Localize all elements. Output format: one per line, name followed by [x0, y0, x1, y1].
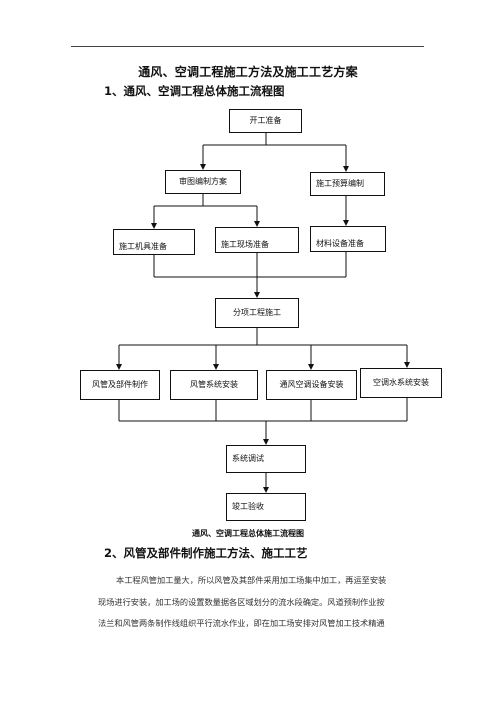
flow-water-install-box: 空调水系统安装	[360, 368, 442, 398]
flow-start-box: 开工准备	[229, 109, 302, 133]
flowchart-caption: 通风、空调工程总体施工流程图	[192, 529, 304, 538]
flow-budget-box: 施工预算编制	[310, 172, 385, 196]
body-paragraph: 本工程风管加工量大，所以风管及其部件采用加工场集中加工，再运至安装 现场进行安装…	[98, 570, 440, 635]
flow-equip-install-box: 通风空调设备安装	[266, 370, 357, 400]
flow-machinery-box: 施工机具准备	[113, 229, 195, 255]
flow-site-box: 施工现场准备	[215, 227, 299, 253]
paragraph-line: 法兰和风管两条制作线组织平行流水作业，即在加工场安排对风管加工技术精通	[98, 618, 385, 628]
flow-acceptance-box: 竣工验收	[226, 493, 306, 521]
section-heading-1: 1、通风、空调工程总体施工流程图	[104, 84, 285, 98]
flow-debug-box: 系统调试	[226, 445, 306, 473]
paragraph-line: 现场进行安装，加工场的设置数量据各区域划分的流水段确定。风道预制作业按	[98, 596, 385, 607]
page-title: 通风、空调工程施工方法及施工工艺方案	[138, 65, 358, 79]
flow-drawing-plan-box: 审图编制方案	[165, 170, 241, 194]
section-heading-2: 2、风管及部件制作施工方法、施工工艺	[104, 546, 308, 560]
flow-subproject-box: 分项工程施工	[215, 298, 299, 328]
flow-duct-fab-box: 风管及部件制作	[80, 370, 160, 400]
flow-materials-box: 材料设备准备	[310, 226, 386, 252]
paragraph-line: 本工程风管加工量大，所以风管及其部件采用加工场集中加工，再运至安装	[116, 575, 387, 585]
flow-duct-install-box: 风管系统安装	[170, 370, 258, 400]
header-rule	[71, 46, 424, 47]
